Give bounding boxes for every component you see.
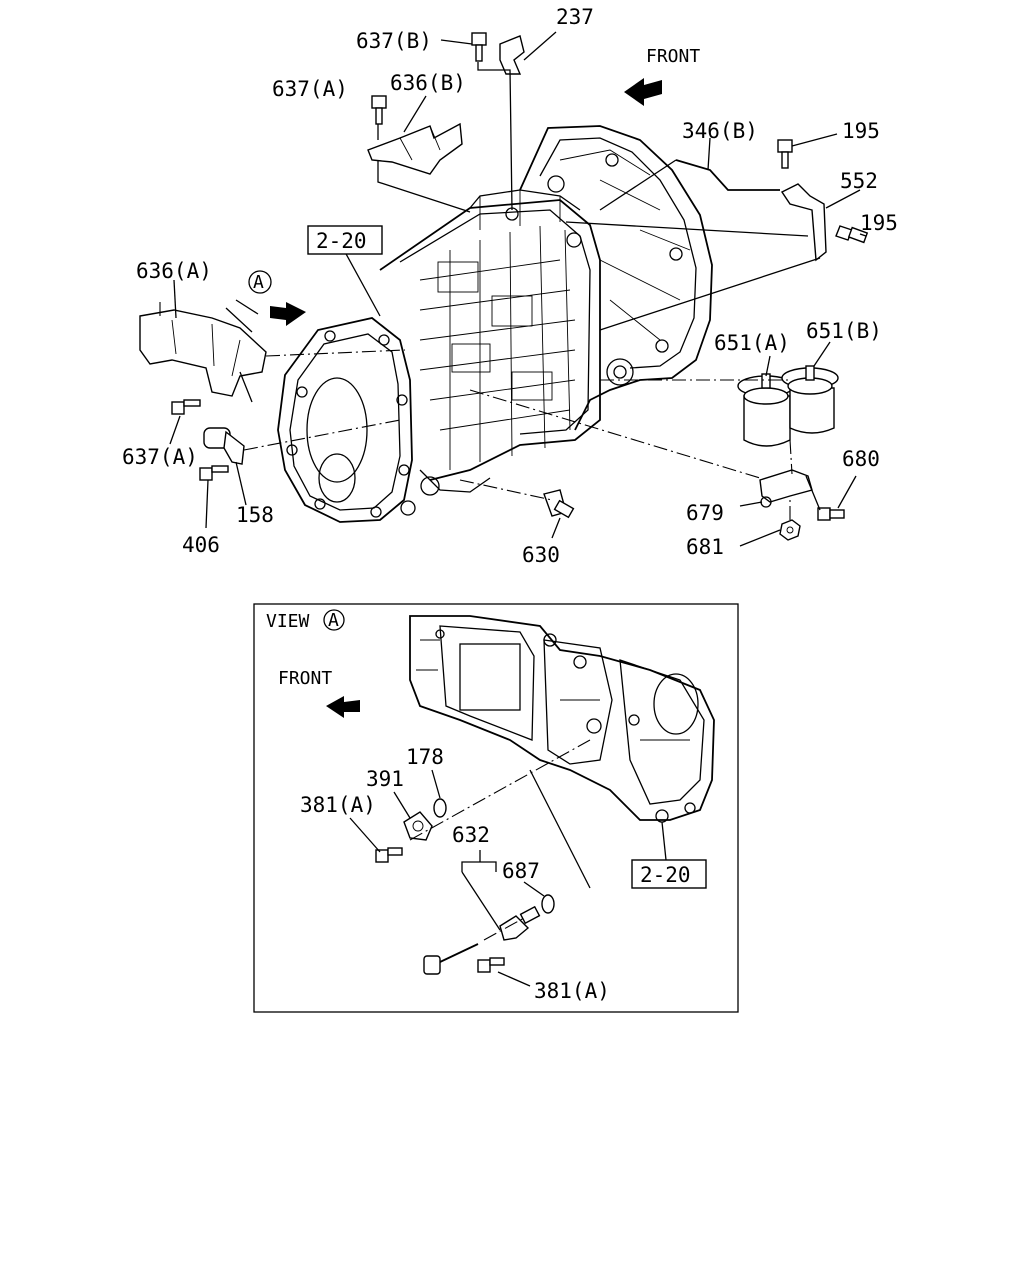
transmission-assembly <box>277 125 713 523</box>
bolt-195-top <box>777 139 793 169</box>
view-a-arrow-icon <box>270 302 306 326</box>
label-195-right: 195 <box>860 211 898 235</box>
bracket-636b <box>367 122 463 175</box>
switch-632 <box>423 905 541 975</box>
label-front-top: FRONT <box>646 46 700 67</box>
bracket-636a <box>139 299 267 403</box>
label-637b: 637(B) <box>356 29 432 53</box>
sensor-158 <box>203 427 245 465</box>
view-a-front-label: FRONT <box>278 668 332 689</box>
label-636a: 636(A) <box>136 259 212 283</box>
label-679: 679 <box>686 501 724 525</box>
view-a-ref-box-2-20 <box>631 859 707 889</box>
bracket-552 <box>780 183 827 262</box>
label-651b: 651(B) <box>806 319 882 343</box>
view-a-label-381a-bottom: 381(A) <box>534 979 610 1003</box>
view-a-label-381a-top: 381(A) <box>300 793 376 817</box>
view-a-title: VIEW <box>266 611 310 632</box>
label-2-20-top: 2-20 <box>316 229 367 253</box>
bolt-195-right <box>835 225 869 244</box>
view-a-inset: VIEW A FRONT <box>253 603 739 1013</box>
bolt-406 <box>199 465 229 481</box>
pipe-346b <box>675 159 780 191</box>
oring-178 <box>433 798 447 818</box>
view-a-label-687: 687 <box>502 859 540 883</box>
mount-651a <box>737 373 795 447</box>
switch-630 <box>543 489 575 519</box>
view-a-frame <box>253 603 739 1013</box>
bolt-680 <box>817 507 845 521</box>
label-636b: 636(B) <box>390 71 466 95</box>
label-195-top: 195 <box>842 119 880 143</box>
view-a-label-2-20: 2-20 <box>640 863 691 887</box>
label-346b: 346(B) <box>682 119 758 143</box>
view-a-leader-lines <box>349 739 667 987</box>
view-a-title-marker-circle <box>323 609 345 631</box>
label-637a-top: 637(A) <box>272 77 348 101</box>
bolt-381a-top <box>375 847 403 863</box>
mount-651b <box>781 365 839 434</box>
label-406: 406 <box>182 533 220 557</box>
nut-681 <box>779 519 801 541</box>
view-a-label-391: 391 <box>366 767 404 791</box>
view-a-label-178: 178 <box>406 745 444 769</box>
view-a-housing <box>409 615 715 823</box>
bracket-679 <box>759 469 813 508</box>
ref-box-2-20-top <box>307 225 383 255</box>
label-552: 552 <box>840 169 878 193</box>
leader-lines <box>159 31 867 547</box>
bolt-637b <box>471 32 487 62</box>
label-158: 158 <box>236 503 274 527</box>
view-a-marker-circle <box>248 270 272 294</box>
label-237: 237 <box>556 5 594 29</box>
view-a-label-632: 632 <box>452 823 490 847</box>
bolt-381a-bottom <box>477 957 505 973</box>
view-a-front-arrow-icon <box>326 696 360 718</box>
label-680: 680 <box>842 447 880 471</box>
label-637a-left: 637(A) <box>122 445 198 469</box>
label-651a: 651(A) <box>714 331 790 355</box>
view-a-title-marker: A <box>328 610 339 631</box>
label-681: 681 <box>686 535 724 559</box>
sensor-391 <box>403 811 433 841</box>
oring-687 <box>541 894 555 914</box>
view-a-marker-label: A <box>253 272 264 293</box>
bolt-637a-top <box>371 95 387 125</box>
bolt-637a-left <box>171 399 201 415</box>
front-arrow-icon <box>624 78 662 106</box>
label-630: 630 <box>522 543 560 567</box>
bracket-237 <box>499 35 525 75</box>
